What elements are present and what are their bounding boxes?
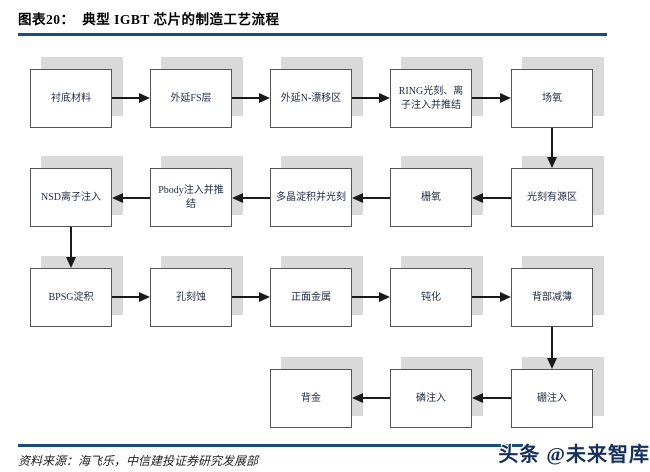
flow-node-back-metal: 背金 [270,369,352,428]
flow-node-ring-litho: RING光刻、离子注入并推结 [390,69,472,128]
connector-line [70,227,72,258]
arrow-left-icon [112,193,123,203]
connector-line [483,197,511,199]
connector-line [232,296,259,298]
flow-node-passivation: 钝化 [390,268,472,327]
arrow-left-icon [472,193,483,203]
flow-node-phos-implant: 磷注入 [390,369,472,428]
title-divider [18,33,607,36]
flow-node-epi-fs: 外延FS层 [150,69,232,128]
flow-node-poly-dep: 多晶淀积并光刻 [270,168,352,227]
arrow-right-icon [259,93,270,103]
flow-node-nsd-implant: NSD离子注入 [30,168,112,227]
connector-line [112,97,139,99]
arrow-down-icon [547,157,557,168]
arrow-right-icon [139,93,150,103]
connector-line [551,128,553,158]
flow-node-boron-implant: 硼注入 [511,369,593,428]
arrow-down-icon [547,358,557,369]
connector-line [472,97,500,99]
arrow-right-icon [379,292,390,302]
arrow-left-icon [232,193,243,203]
connector-line [123,197,150,199]
arrow-left-icon [352,193,363,203]
connector-line [472,296,500,298]
flow-node-front-metal: 正面金属 [270,268,352,327]
flow-node-bpsg: BPSG淀积 [30,268,112,327]
connector-line [551,327,553,358]
arrow-right-icon [500,93,511,103]
flow-node-field-oxide: 场氧 [511,69,593,128]
connector-line [232,97,259,99]
footer-divider [18,444,523,447]
figure-title: 图表20： 典型 IGBT 芯片的制造工艺流程 [18,12,280,27]
connector-line [363,397,390,399]
arrow-down-icon [66,257,76,268]
arrow-right-icon [379,93,390,103]
connector-line [352,296,379,298]
flow-node-epi-n-drift: 外延N-漂移区 [270,69,352,128]
connector-line [243,197,270,199]
watermark: 头条 @未来智库 [498,444,650,466]
flow-node-pbody: Pbody注入并推结 [150,168,232,227]
flow-node-back-thinning: 背部减薄 [511,268,593,327]
arrow-right-icon [500,292,511,302]
connector-line [112,296,139,298]
connector-line [352,97,379,99]
flow-node-active-litho: 光刻有源区 [511,168,593,227]
connector-line [363,197,390,199]
flow-node-gate-oxide: 栅氧 [390,168,472,227]
source-note: 资料来源：海飞乐，中信建投证券研究发展部 [18,454,259,468]
connector-line [483,397,511,399]
arrow-right-icon [259,292,270,302]
arrow-right-icon [139,292,150,302]
arrow-left-icon [472,393,483,403]
flow-node-substrate: 衬底材料 [30,69,112,128]
flow-node-contact-etch: 孔刻蚀 [150,268,232,327]
arrow-left-icon [352,393,363,403]
